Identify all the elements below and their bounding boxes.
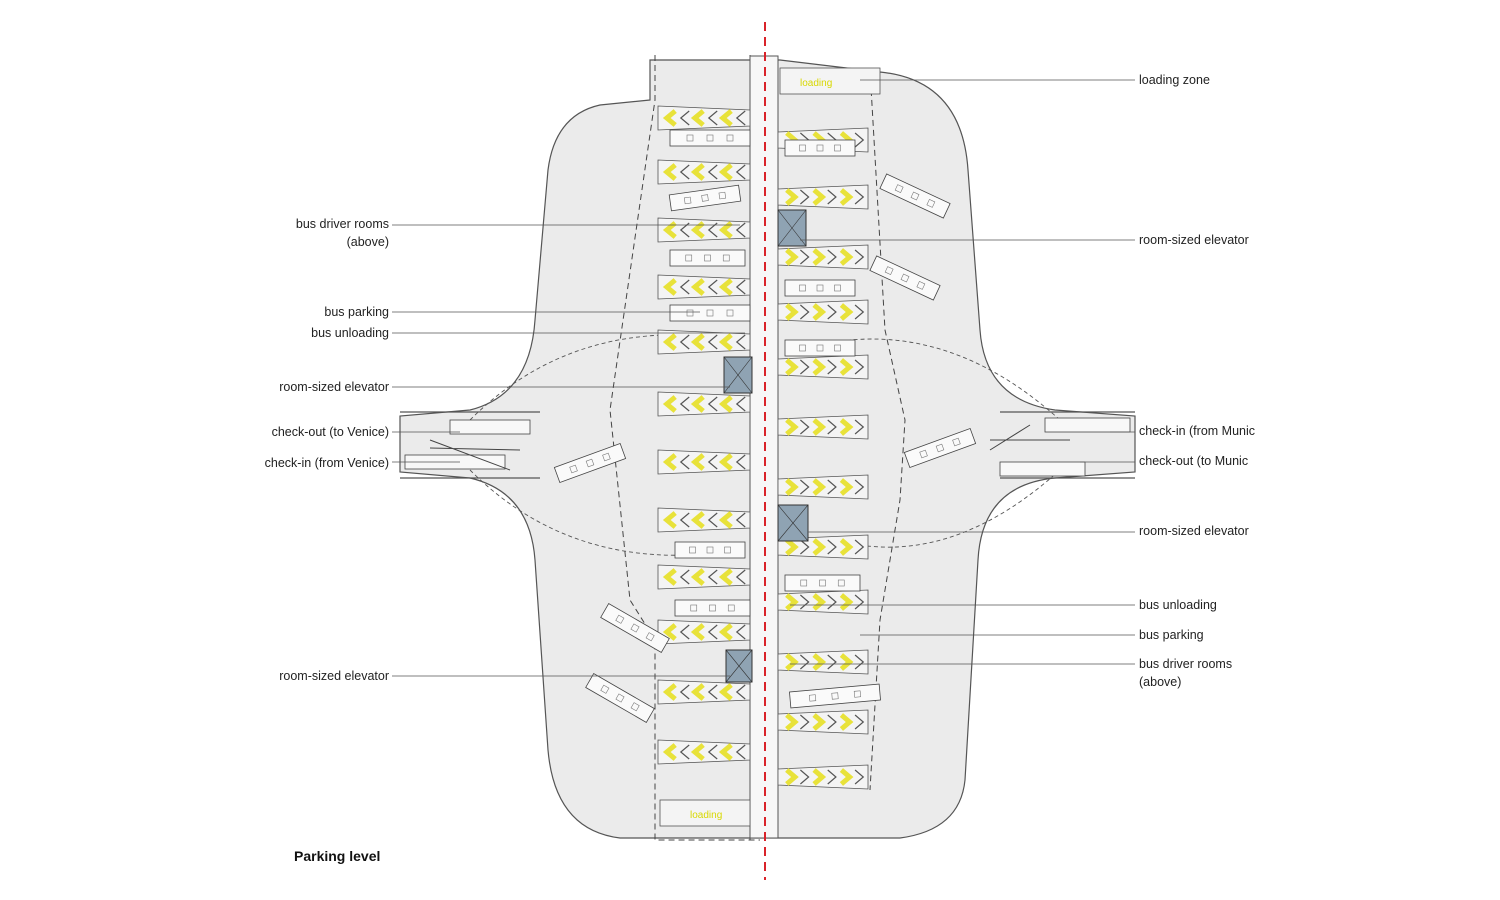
label-bus-unloading-left: bus unloading <box>311 326 389 340</box>
chevron-bay-right-8 <box>777 589 869 615</box>
parked-bus-12 <box>869 255 941 301</box>
plan-title: Parking level <box>294 848 381 864</box>
elevator-left-1 <box>723 356 753 394</box>
label-leader-lines <box>392 79 1135 677</box>
parked-bus-1 <box>668 184 742 212</box>
parked-bus-11 <box>879 173 951 219</box>
parked-bus-0 <box>669 129 751 147</box>
chevron-bay-right-4 <box>777 354 869 380</box>
chevron-bay-right-11 <box>777 764 869 790</box>
chevron-bay-right-6 <box>777 474 869 500</box>
chevron-bay-left-0 <box>657 105 751 131</box>
road-munich <box>1000 411 1135 479</box>
checkpoint-munich <box>989 417 1131 477</box>
chevron-bay-left-8 <box>657 564 751 590</box>
chevron-bay-left-10 <box>657 679 751 705</box>
parked-bus-3 <box>669 304 751 322</box>
loading-zone-top: loading <box>779 67 881 95</box>
label-check-out-venice: check-out (to Venice) <box>271 425 389 439</box>
chevron-bay-left-4 <box>657 329 751 355</box>
loading-zone-bottom-text: loading <box>690 810 722 821</box>
bus-bays <box>657 105 869 790</box>
parked-bus-2 <box>669 249 746 267</box>
loading-zone-top-text: loading <box>800 78 832 89</box>
chevron-bay-left-6 <box>657 449 751 475</box>
label-check-in-venice: check-in (from Venice) <box>264 456 389 470</box>
label-elevator-right-1: room-sized elevator <box>1139 233 1249 247</box>
parked-bus-5 <box>674 599 751 617</box>
chevron-bay-right-2 <box>777 244 869 270</box>
chevron-bay-right-9 <box>777 649 869 675</box>
elevator-left-2 <box>725 649 753 683</box>
label-check-in-munich: check-in (from Munic <box>1139 424 1255 438</box>
elevator-right-2 <box>777 504 809 542</box>
parked-bus-8 <box>784 339 856 357</box>
label-bus-driver-rooms-right: bus driver rooms (above) <box>1139 657 1233 689</box>
elevator-right-1 <box>777 209 807 247</box>
chevron-bay-left-9 <box>657 619 751 645</box>
parked-bus-6 <box>784 139 856 157</box>
chevron-bay-left-1 <box>657 159 751 185</box>
label-elevator-left-2: room-sized elevator <box>279 669 389 683</box>
parked-bus-14 <box>903 427 977 469</box>
label-loading-zone: loading zone <box>1139 73 1210 87</box>
chevron-bay-left-5 <box>657 391 751 417</box>
label-elevator-left-1: room-sized elevator <box>279 380 389 394</box>
label-bus-parking-right: bus parking <box>1139 628 1204 642</box>
chevron-bay-left-3 <box>657 274 751 300</box>
parked-bus-13 <box>553 442 627 484</box>
loading-zone-bottom: loading <box>659 799 751 827</box>
label-bus-parking-left: bus parking <box>324 305 389 319</box>
parked-buses <box>553 129 977 723</box>
left-dashed-boundary <box>609 55 760 841</box>
parked-bus-16 <box>585 673 655 723</box>
parked-bus-10 <box>789 683 881 709</box>
chevron-bay-right-1 <box>777 184 869 210</box>
chevron-bay-right-10 <box>777 709 869 735</box>
road-venice <box>400 411 540 479</box>
label-bus-driver-rooms-left: bus driver rooms (above) <box>295 217 389 249</box>
chevron-bay-right-5 <box>777 414 869 440</box>
chevron-bay-left-7 <box>657 507 751 533</box>
parked-bus-9 <box>784 574 861 592</box>
parked-bus-4 <box>674 541 746 559</box>
chevron-bay-right-3 <box>777 299 869 325</box>
circulation-path-right <box>849 338 1061 548</box>
label-check-out-munich: check-out (to Munic <box>1139 454 1249 468</box>
label-elevator-right-2: room-sized elevator <box>1139 524 1249 538</box>
parked-bus-15 <box>600 603 670 653</box>
label-bus-unloading-right: bus unloading <box>1139 598 1217 612</box>
chevron-bay-left-2 <box>657 217 751 243</box>
chevron-bay-left-11 <box>657 739 751 765</box>
parked-bus-7 <box>784 279 856 297</box>
